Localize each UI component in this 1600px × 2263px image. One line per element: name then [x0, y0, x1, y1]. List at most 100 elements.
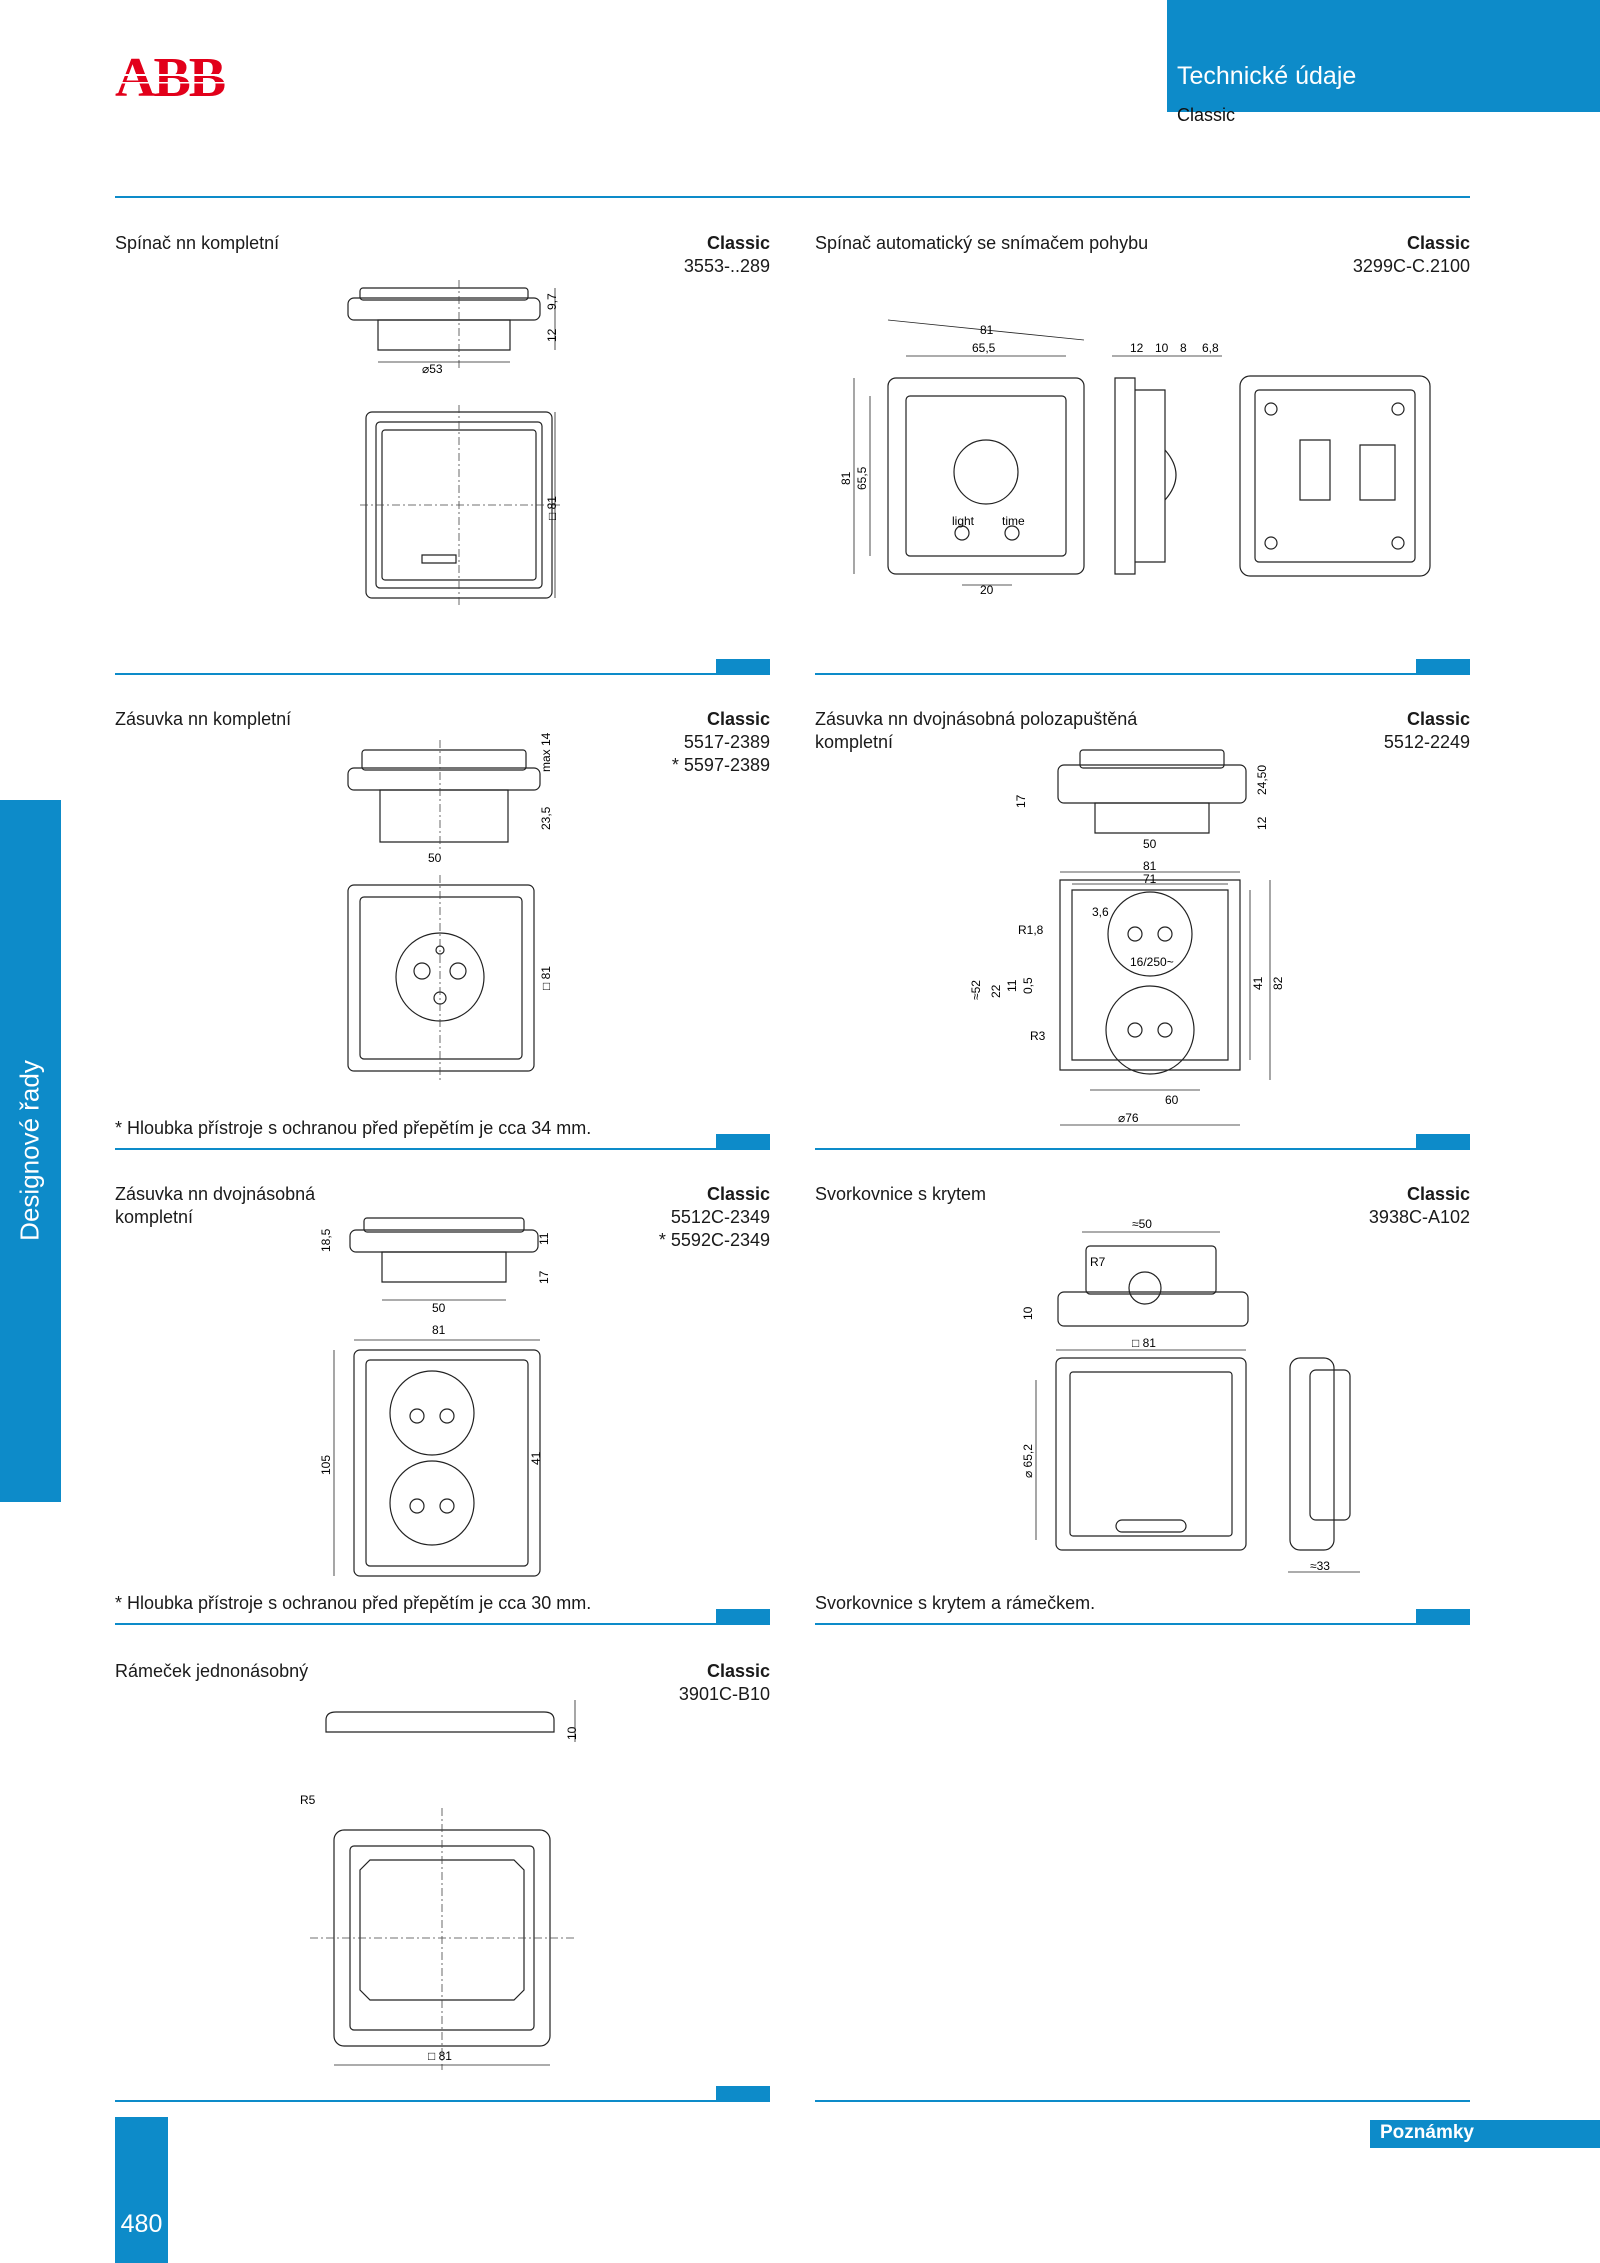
product-code: 3938C-A102 — [1368, 1207, 1470, 1227]
dim-label: ⌀ 65,2 — [1021, 1444, 1035, 1478]
section-divider — [815, 1148, 1470, 1150]
dim-label: 60 — [1165, 1093, 1179, 1107]
series-label: Classic — [1406, 709, 1470, 729]
product-codes: Classic 3938C-A102 — [1260, 1183, 1470, 1229]
dim-label: 6,8 — [1202, 341, 1219, 355]
section-divider — [115, 1148, 770, 1150]
dim-label: ≈52 — [969, 980, 983, 1000]
dim-label: ≈50 — [1132, 1217, 1152, 1231]
dim-label: 11 — [537, 1232, 551, 1245]
dim-label: 81 — [432, 1323, 446, 1337]
divider-tab — [716, 659, 770, 673]
product-title: Spínač nn kompletní — [115, 233, 280, 253]
frame-drawing: 10 R5 □ 81 — [300, 1690, 579, 2080]
dim-label: R3 — [1030, 1029, 1046, 1043]
section-divider — [815, 673, 1470, 675]
dim-label: ⌀53 — [422, 362, 443, 376]
dim-label: 22 — [989, 984, 1003, 998]
product-code: 5512C-2349 — [670, 1207, 770, 1227]
dim-label: 10 — [1021, 1306, 1035, 1320]
dim-label: □ 81 — [1132, 1336, 1156, 1350]
product-title: Rámeček jednonásobný — [115, 1661, 309, 1681]
dim-label: 65,5 — [972, 341, 996, 355]
dim-label: R5 — [300, 1793, 316, 1807]
motion-sensor-drawing: 81 65,5 12 10 8 6,8 81 65,5 20 light tim… — [839, 320, 1450, 597]
dim-label: 50 — [432, 1301, 446, 1315]
dim-label: 10 — [1155, 341, 1169, 355]
product-codes: Classic 3299C-C.2100 — [1260, 232, 1470, 278]
series-label: Classic — [706, 1661, 770, 1681]
series-label: Classic — [1406, 1184, 1470, 1204]
page-number: 480 — [120, 2210, 163, 2238]
divider-tab — [1416, 659, 1470, 673]
dim-label: □ 81 — [539, 966, 553, 990]
header-tab — [1167, 0, 1600, 112]
divider-tab — [716, 1134, 770, 1148]
product-code: 5517-2389 — [683, 732, 770, 752]
product-code: 3299C-C.2100 — [1352, 256, 1470, 276]
product-code: 3901C-B10 — [678, 1684, 770, 1704]
dim-label: 11 — [1005, 979, 1019, 992]
dim-label: 81 — [839, 471, 853, 485]
dim-label: 18,5 — [319, 1228, 333, 1252]
dim-label: 17 — [537, 1270, 551, 1284]
product-title: Zásuvka nn dvojnásobná kompletní — [115, 1184, 316, 1227]
product-code: 3553-..289 — [683, 256, 770, 276]
dim-label: 10 — [565, 1726, 579, 1740]
knob-label: light — [952, 514, 975, 528]
dim-label: 81 — [1143, 859, 1157, 873]
series-subtitle: Classic — [1177, 105, 1236, 125]
dim-label: 105 — [319, 1455, 333, 1475]
dim-label: 65,5 — [855, 466, 869, 490]
product-codes: Classic 5517-2389 * 5597-2389 — [560, 708, 770, 777]
dim-label: 41 — [529, 1451, 543, 1465]
dim-label: 23,5 — [539, 806, 553, 830]
product-code: 5512-2249 — [1383, 732, 1470, 752]
svg-text:ABB: ABB — [115, 52, 225, 100]
divider-tab — [1416, 1609, 1470, 1623]
product-codes: Classic 3553-..289 — [560, 232, 770, 278]
dim-label: 20 — [980, 583, 994, 597]
dim-label: 9,7 — [545, 293, 559, 310]
double-socket-flush-drawing: 18,5 11 17 50 81 105 41 — [319, 1210, 551, 1580]
series-label: Classic — [706, 709, 770, 729]
dim-label: ⌀76 — [1118, 1111, 1139, 1125]
product-code: * 5597-2389 — [671, 755, 770, 775]
terminal-box-drawing: ≈50 R7 10 □ 81 ⌀ 65,2 ≈33 — [1021, 1217, 1380, 1573]
product-codes: Classic 3901C-B10 — [560, 1660, 770, 1706]
dim-label: 12 — [1255, 816, 1269, 830]
side-tab — [0, 800, 61, 1502]
product-title: Zásuvka nn dvojnásobná polozapuštěná kom… — [815, 709, 1138, 752]
product-code: * 5592C-2349 — [658, 1230, 770, 1250]
dim-label: 8 — [1180, 341, 1187, 355]
section-divider — [815, 2100, 1470, 2102]
dim-label: 17 — [1014, 794, 1028, 808]
dim-label: 82 — [1271, 976, 1285, 990]
dim-label: 41 — [1251, 976, 1265, 990]
switch-drawing: ⌀53 9,7 12 □ 81 — [330, 280, 590, 600]
divider-tab — [716, 2086, 770, 2100]
dim-label: 50 — [428, 851, 442, 865]
divider-tab — [1416, 1134, 1470, 1148]
dim-label: □ 81 — [545, 496, 559, 520]
product-title: Spínač automatický se snímačem pohybu — [815, 233, 1149, 253]
dim-label: ≈33 — [1310, 1559, 1330, 1573]
page-number-tab — [115, 2117, 168, 2263]
series-label: Classic — [1406, 233, 1470, 253]
dim-label: □ 81 — [428, 2049, 452, 2063]
dim-label: 3,6 — [1092, 905, 1109, 919]
product-title: Zásuvka nn kompletní — [115, 709, 292, 729]
section-divider — [815, 1623, 1470, 1625]
series-label: Classic — [706, 233, 770, 253]
dim-label: 71 — [1143, 872, 1157, 886]
side-label: Designové řady — [14, 1060, 45, 1241]
double-socket-drawing: 17 24,50 12 50 81 71 R1,8 3,6 16/250~ ≈5… — [969, 740, 1285, 1130]
dim-label: 12 — [545, 328, 559, 342]
product-title: Svorkovnice s krytem — [815, 1184, 987, 1204]
dim-label: 0,5 — [1021, 977, 1035, 994]
section-divider — [115, 2100, 770, 2102]
dim-label: 81 — [980, 323, 994, 337]
dim-label: 50 — [1143, 837, 1157, 851]
dim-label: R7 — [1090, 1255, 1106, 1269]
divider-tab — [716, 1609, 770, 1623]
